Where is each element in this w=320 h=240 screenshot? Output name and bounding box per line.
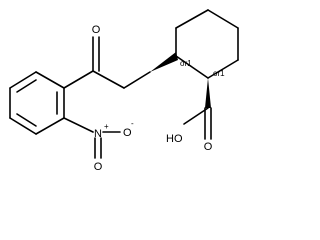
bond xyxy=(63,70,94,89)
aromatic-bond xyxy=(16,113,37,127)
bond xyxy=(9,71,37,89)
carboxyl-oxygen-label: O xyxy=(204,141,213,153)
bond xyxy=(92,70,125,89)
bond xyxy=(175,55,209,79)
benzene-ring xyxy=(9,71,65,135)
bond xyxy=(207,9,239,29)
bond xyxy=(63,117,94,133)
nitro-group xyxy=(63,117,121,159)
ketone-oxygen-label: O xyxy=(92,24,101,36)
cyclohexane-ring xyxy=(175,9,239,79)
carboxylic-acid xyxy=(183,107,212,140)
wedge-bond xyxy=(205,78,211,108)
bond xyxy=(123,71,151,89)
chemical-structure: O N + O - O HO O or1 or1 xyxy=(9,9,239,173)
bond xyxy=(175,9,209,29)
bond xyxy=(35,117,65,135)
bond xyxy=(183,107,209,125)
nitro-nitrogen-charge: + xyxy=(104,122,109,131)
carboxyl-hydroxyl-label: HO xyxy=(166,133,183,145)
wedge-bond xyxy=(150,52,178,72)
bond xyxy=(9,117,37,135)
ketone-linker xyxy=(63,36,151,89)
nitro-oxygen-bottom-label: O xyxy=(94,161,103,173)
nitro-oxygen-right-label: O xyxy=(123,127,132,139)
aromatic-bond xyxy=(16,79,37,93)
stereo-label-c1: or1 xyxy=(180,59,192,68)
nitro-oxygen-right-charge: - xyxy=(131,119,134,128)
bond xyxy=(35,71,65,89)
bond xyxy=(207,59,239,79)
stereo-label-c2: or1 xyxy=(213,69,225,78)
nitro-nitrogen-label: N xyxy=(94,128,102,140)
